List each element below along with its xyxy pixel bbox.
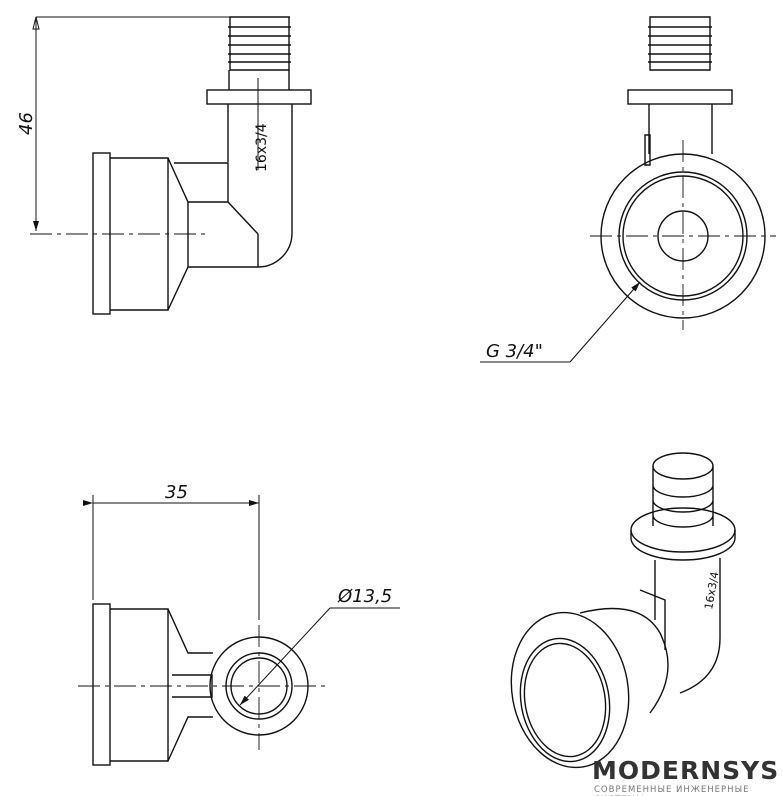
top-view: 35 Ø13,5 xyxy=(78,482,400,766)
side-view: 46 16x3/4 xyxy=(16,16,312,315)
diameter-label: Ø13,5 xyxy=(337,586,392,607)
logo-name: MODERNSYS xyxy=(592,756,780,785)
logo-tagline: СОВРЕМЕННЫЕ ИНЖЕНЕРНЫЕ СИСТЕМЫ xyxy=(594,785,750,796)
height-dimension-label: 46 xyxy=(16,112,37,135)
thread-label: G 3/4" xyxy=(486,341,543,362)
pipe-size-label: 16x3/4 xyxy=(254,123,270,172)
width-dimension-label: 35 xyxy=(165,482,188,503)
modernsys-logo: MODERNSYS СОВРЕМЕННЫЕ ИНЖЕНЕРНЫЕ СИСТЕМЫ xyxy=(592,756,783,796)
isometric-view: 16x3/4 xyxy=(510,452,736,769)
iso-marking-label: 16x3/4 xyxy=(702,571,721,611)
end-view: G 3/4" xyxy=(480,16,776,363)
